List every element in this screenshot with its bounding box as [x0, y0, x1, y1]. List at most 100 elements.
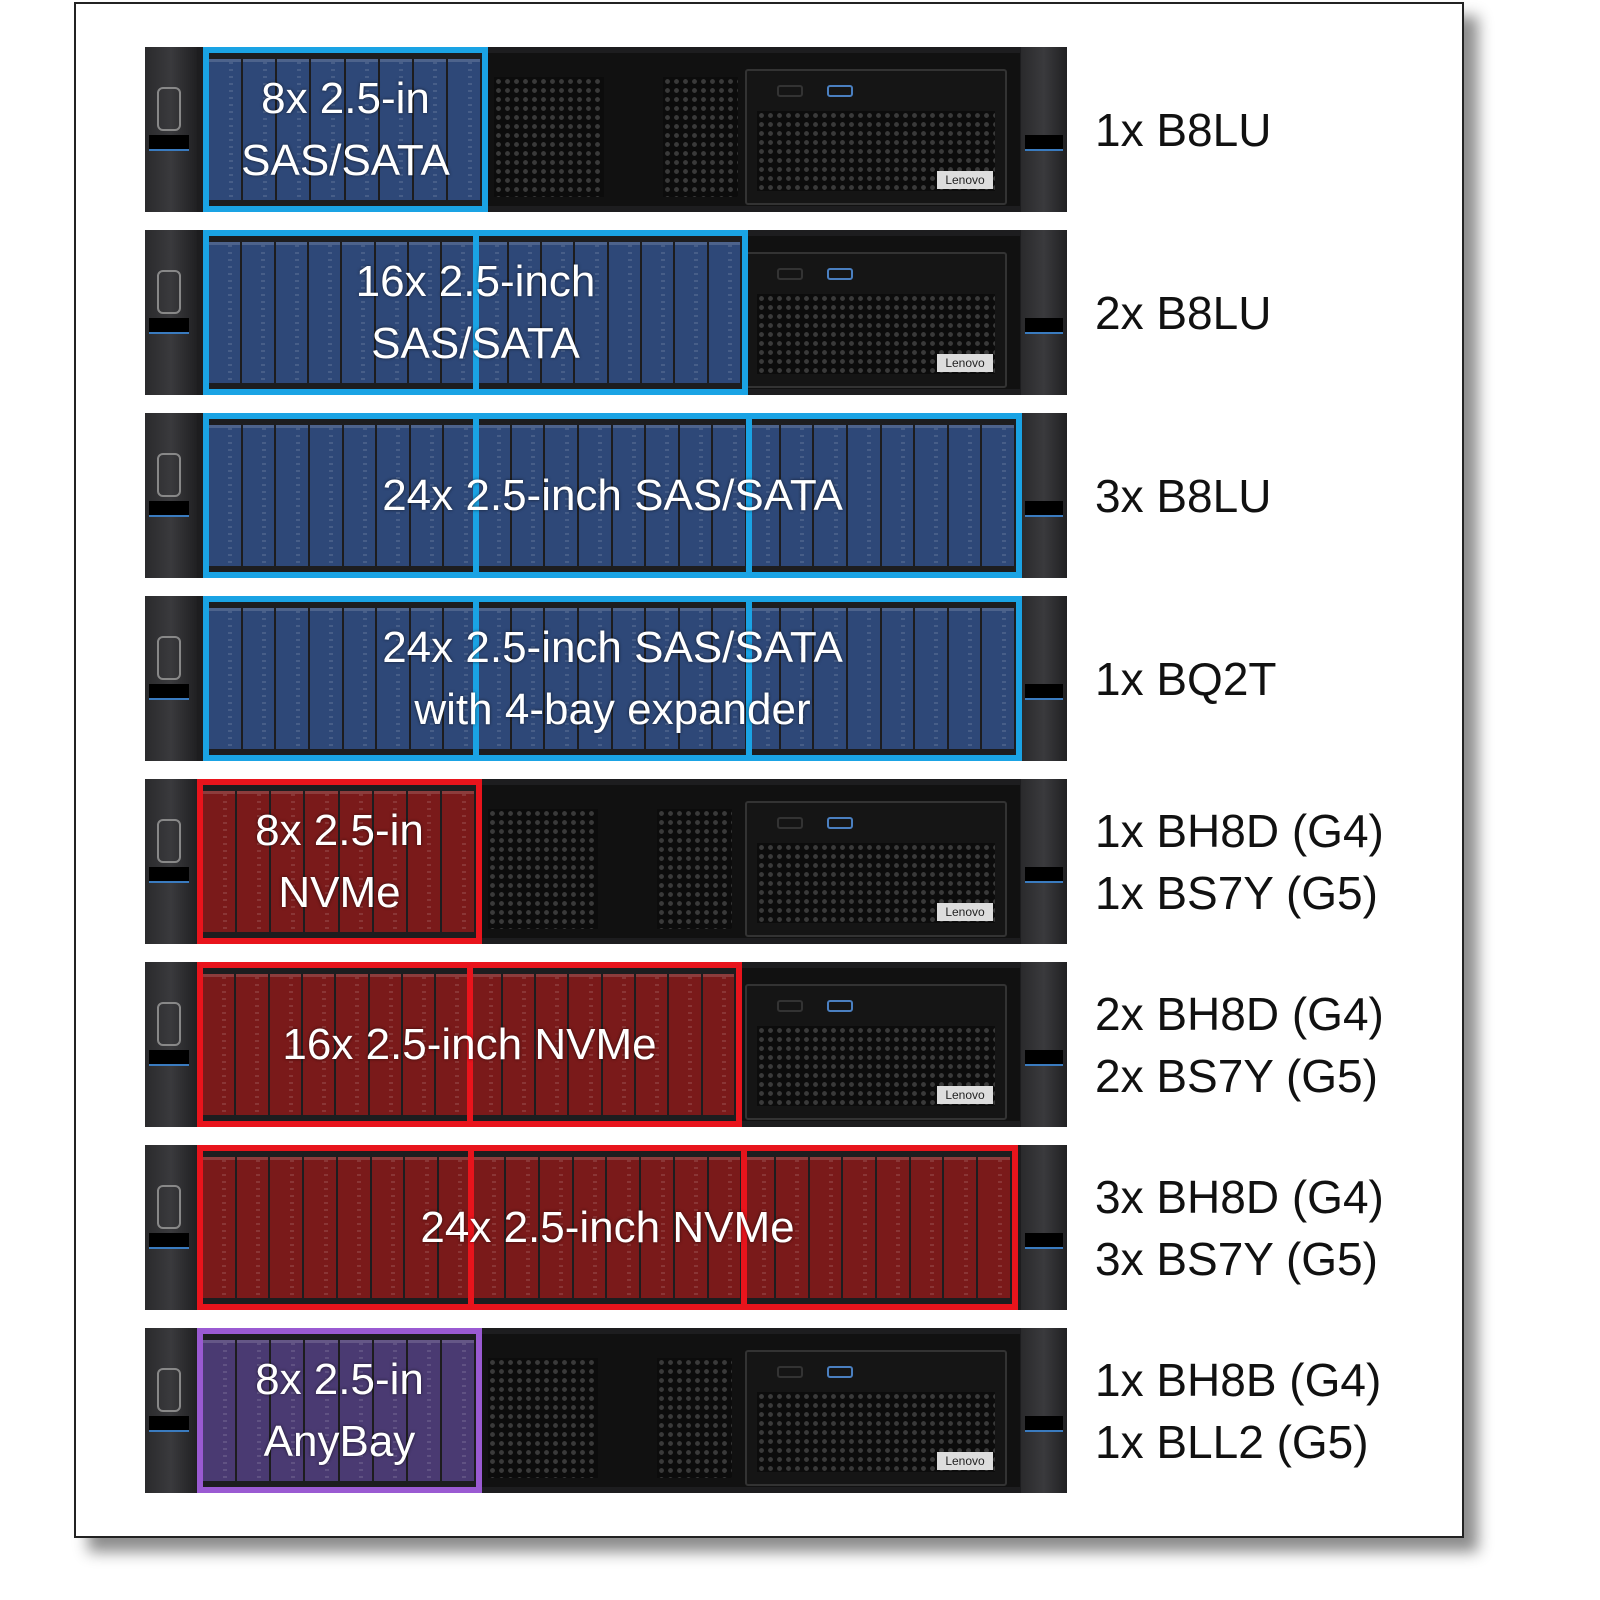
drive-bay [713, 608, 745, 749]
lenovo-logo: Lenovo [937, 354, 993, 372]
fan-grille [488, 809, 598, 929]
part-numbers: 3x B8LU [1095, 413, 1271, 578]
part-numbers: 1x BH8B (G4)1x BLL2 (G5) [1095, 1328, 1381, 1493]
drive-bay [336, 974, 368, 1115]
drive-bay [402, 974, 435, 1115]
drive-bay [270, 1157, 303, 1298]
drive-bay [203, 791, 236, 932]
left-rack-ear [145, 1328, 197, 1493]
vga-port-icon [157, 1185, 181, 1229]
drive-bay [708, 242, 740, 383]
drive-bay [540, 1157, 572, 1298]
label-line: 8x 2.5-in [255, 1354, 424, 1404]
drive-cage-outline [197, 1328, 482, 1493]
drive-bay [304, 1157, 336, 1298]
drive-bay [641, 1157, 673, 1298]
drive-bay [847, 425, 880, 566]
drive-bay [469, 974, 501, 1115]
drive-bay [545, 608, 577, 749]
drive-bay [636, 974, 668, 1115]
drive-bay [209, 242, 241, 383]
part-number: 1x B8LU [1095, 103, 1272, 156]
drive-bay [302, 974, 335, 1115]
drive-bay [612, 425, 645, 566]
io-panel: Lenovo [745, 801, 1007, 937]
status-panel [1025, 501, 1063, 517]
drive-bay [407, 791, 440, 932]
io-panel: Lenovo [745, 1350, 1007, 1486]
drive-bay [775, 1157, 808, 1298]
drive-bay [502, 974, 535, 1115]
drive-bay [373, 791, 406, 932]
status-panel [1025, 1050, 1063, 1066]
drive-bay [203, 1340, 236, 1481]
drive-bay [375, 242, 407, 383]
io-panel: Lenovo [745, 69, 1007, 205]
drive-bay [203, 1157, 235, 1298]
drive-bay [612, 608, 645, 749]
drive-bay [508, 242, 541, 383]
fan-grille [663, 77, 738, 197]
drive-bay [410, 608, 443, 749]
status-panel [1025, 1233, 1063, 1249]
drive-bay [242, 608, 275, 749]
part-numbers: 2x B8LU [1095, 230, 1271, 395]
drive-bay [203, 974, 235, 1115]
drive-bays [209, 425, 1016, 566]
part-numbers: 3x BH8D (G4)3x BS7Y (G5) [1095, 1145, 1384, 1310]
drive-bay [742, 1157, 774, 1298]
drive-bay [305, 1340, 338, 1481]
drive-bay [478, 425, 510, 566]
drive-bay [242, 425, 275, 566]
left-rack-ear [145, 47, 197, 212]
drive-bay [271, 791, 304, 932]
part-number: 1x BLL2 (G5) [1095, 1415, 1369, 1468]
label-line: 24x 2.5-inch SAS/SATA [382, 622, 843, 672]
drive-bay [575, 242, 607, 383]
left-rack-ear [145, 596, 197, 761]
drive-bay [441, 791, 474, 932]
right-rack-ear [1021, 230, 1067, 395]
label-line: AnyBay [263, 1416, 416, 1466]
drive-bay [436, 974, 468, 1115]
drive-bay [308, 242, 341, 383]
drive-bay [236, 974, 268, 1115]
drive-bay [410, 425, 443, 566]
drive-bay [713, 425, 745, 566]
part-number: 1x BH8D (G4) [1095, 804, 1384, 857]
drive-bay [679, 608, 712, 749]
drive-bay [277, 59, 310, 200]
drive-bay [536, 974, 568, 1115]
lenovo-logo: Lenovo [937, 1086, 993, 1104]
usb-port-icon [827, 85, 853, 97]
drive-bay [843, 1157, 876, 1298]
fan-grille [657, 809, 732, 929]
drive-cage-outline [203, 47, 488, 212]
drive-bay [369, 974, 401, 1115]
usb-port-icon [777, 268, 803, 280]
drive-bay [569, 974, 601, 1115]
drive-bay [669, 974, 701, 1115]
drive-bay [276, 425, 308, 566]
drive-bay [407, 1340, 440, 1481]
lenovo-logo: Lenovo [937, 903, 993, 921]
usb-port-icon [827, 1366, 853, 1378]
lenovo-logo: Lenovo [937, 171, 993, 189]
usb-port-icon [777, 1366, 803, 1378]
drive-bay [679, 425, 712, 566]
drive-bay [405, 1157, 437, 1298]
drive-bay [809, 1157, 842, 1298]
drive-bay [747, 608, 779, 749]
drive-bay [915, 425, 947, 566]
fan-grille [488, 1358, 598, 1478]
drive-bay [982, 608, 1014, 749]
usb-port-icon [827, 817, 853, 829]
part-number: 3x BS7Y (G5) [1095, 1232, 1378, 1285]
drive-bay [237, 1340, 270, 1481]
